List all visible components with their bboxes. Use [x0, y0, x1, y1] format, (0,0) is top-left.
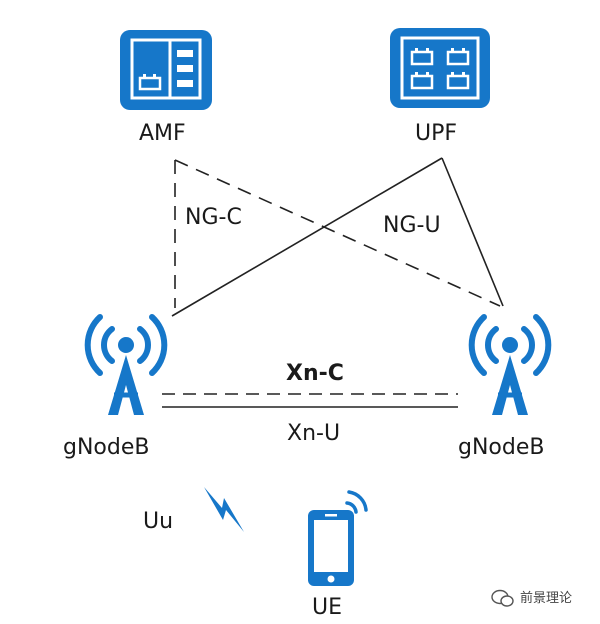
lightning-icon: [204, 487, 244, 532]
phone-icon: [308, 510, 354, 586]
gnodeb-right-icon: [468, 314, 552, 415]
wechat-icon: [491, 589, 514, 607]
uu-label: Uu: [143, 509, 173, 534]
xn-u-label: Xn-U: [287, 421, 340, 446]
ue-label: UE: [312, 595, 342, 620]
ng-u-link-left: [171, 157, 443, 317]
gnodeb-left-label: gNodeB: [63, 435, 149, 460]
links: [162, 157, 504, 408]
gnodeb-left-icon: [84, 314, 168, 415]
upf-label: UPF: [415, 121, 457, 146]
amf-icon: [120, 30, 212, 110]
watermark-text: 前景理论: [520, 590, 572, 606]
ng-u-label: NG-U: [383, 213, 441, 238]
signal-waves-icon: [345, 490, 368, 514]
watermark: 前景理论: [491, 589, 572, 607]
ng-c-link-right: [174, 159, 501, 307]
ng-u-link-right: [441, 157, 504, 307]
upf-icon: [390, 28, 490, 108]
xn-c-label: Xn-C: [286, 361, 344, 386]
ng-c-label: NG-C: [185, 205, 242, 230]
amf-label: AMF: [139, 121, 186, 146]
gnodeb-right-label: gNodeB: [458, 435, 544, 460]
